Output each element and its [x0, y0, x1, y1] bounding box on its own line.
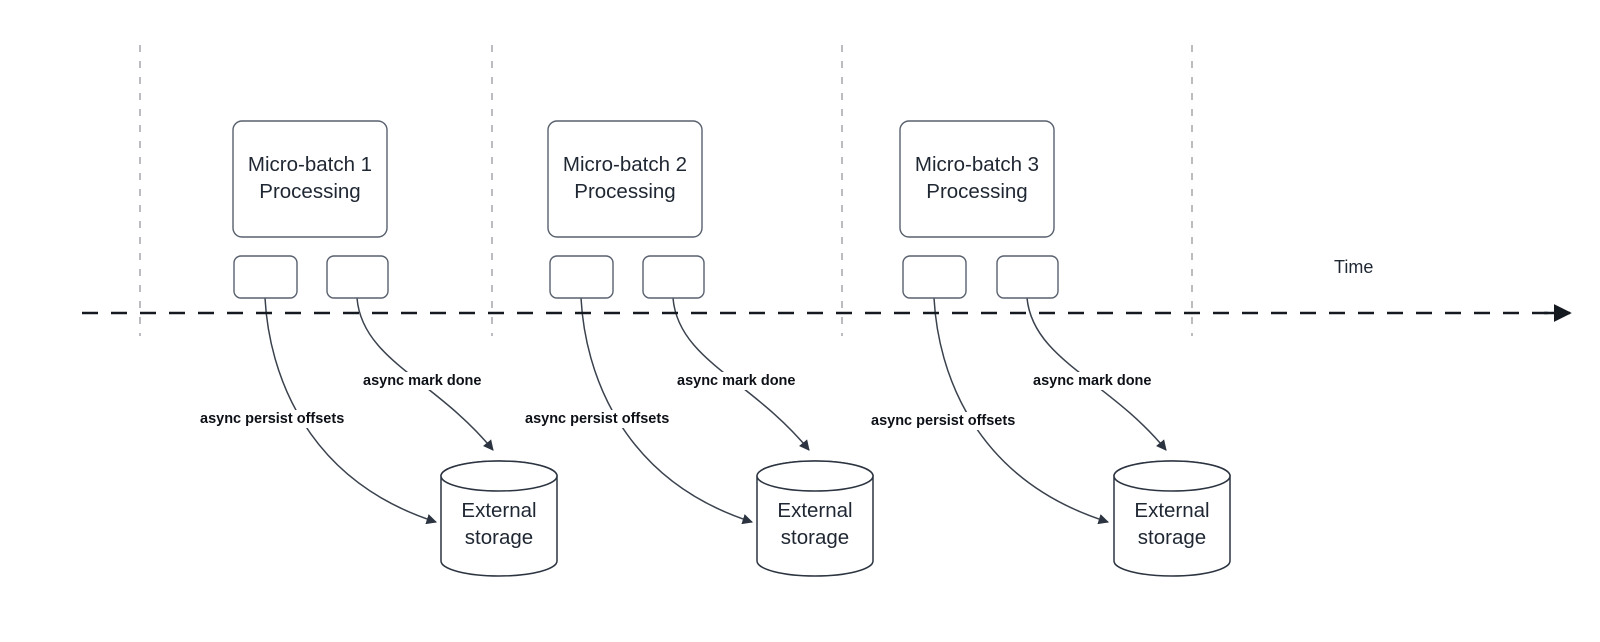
edge-label-mb1-mark-done: async mark done — [360, 372, 485, 390]
flow-edge-mb3-persist-offsets — [933, 297, 1110, 525]
node-shape-group — [232, 120, 1231, 577]
task-box-mb3-task-b[interactable] — [996, 255, 1059, 299]
edge-label-mb1-persist-offsets: async persist offsets — [197, 410, 348, 428]
storage-cylinder-top-micro-batch-2 — [756, 460, 874, 492]
task-box-mb2-task-a[interactable] — [549, 255, 614, 299]
time-axis-label: Time — [1334, 257, 1374, 277]
task-box-mb1-task-a[interactable] — [233, 255, 298, 299]
task-box-mb2-task-b[interactable] — [642, 255, 705, 299]
flow-edge-mb2-mark-done — [672, 297, 810, 451]
flow-edge-mb3-mark-done — [1026, 297, 1167, 451]
task-box-mb1-task-b[interactable] — [326, 255, 389, 299]
edge-label-mb3-persist-offsets: async persist offsets — [868, 412, 1019, 430]
process-box-micro-batch-2[interactable] — [547, 120, 703, 238]
flow-edge-mb1-mark-done — [356, 297, 494, 451]
edge-label-mb2-persist-offsets: async persist offsets — [522, 410, 673, 428]
task-box-mb3-task-a[interactable] — [902, 255, 967, 299]
edge-label-mb3-mark-done: async mark done — [1030, 372, 1155, 390]
flow-curve-group — [264, 297, 1167, 525]
process-box-micro-batch-3[interactable] — [899, 120, 1055, 238]
process-box-micro-batch-1[interactable] — [232, 120, 388, 238]
timeline-tick-group — [139, 45, 1193, 336]
storage-cylinder-top-micro-batch-1 — [440, 460, 558, 492]
edge-label-mb2-mark-done: async mark done — [674, 372, 799, 390]
storage-cylinder-top-micro-batch-3 — [1113, 460, 1231, 492]
